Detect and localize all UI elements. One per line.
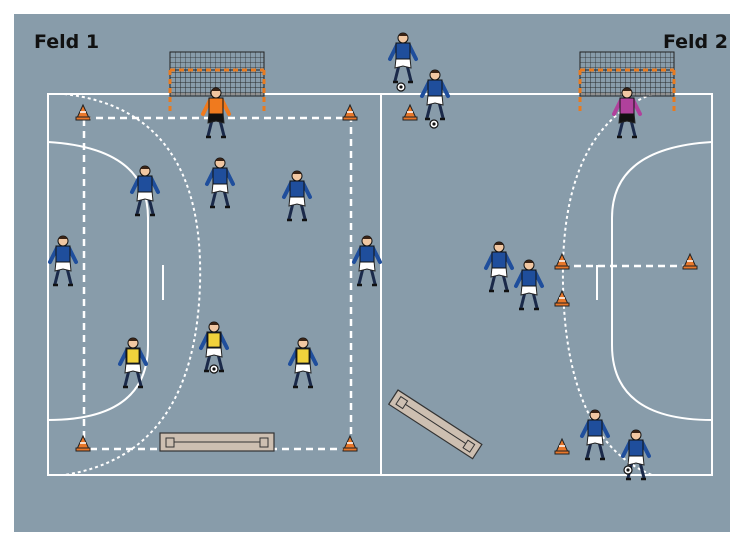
field-1-label: Feld 1: [34, 31, 99, 53]
ball-icon: [624, 466, 632, 474]
ball-icon: [430, 120, 438, 128]
field-2-label: Feld 2: [663, 31, 728, 53]
ball-icon: [397, 83, 405, 91]
ball-icon: [210, 365, 218, 373]
bench-icon: [160, 433, 274, 451]
